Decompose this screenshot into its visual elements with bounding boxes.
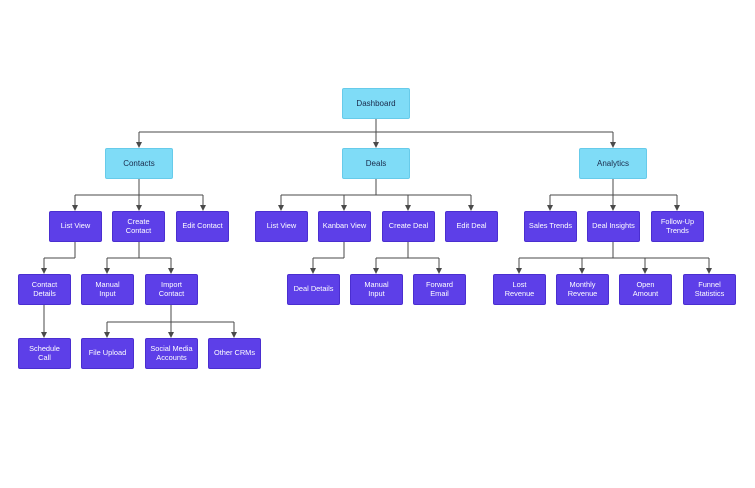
- node-label: Edit Deal: [456, 221, 487, 231]
- node-label: Contact Details: [31, 279, 58, 298]
- node-label: Manual Input: [364, 279, 389, 298]
- node-lost-revenue[interactable]: Lost Revenue: [493, 274, 546, 305]
- node-edit-contact[interactable]: Edit Contact: [176, 211, 229, 242]
- node-label: Edit Contact: [182, 221, 223, 231]
- node-contact-details[interactable]: Contact Details: [18, 274, 71, 305]
- node-schedule-call[interactable]: Schedule Call: [18, 338, 71, 369]
- node-funnel-statistics[interactable]: Funnel Statistics: [683, 274, 736, 305]
- node-label: Create Deal: [388, 221, 429, 231]
- node-social-media-accounts[interactable]: Social Media Accounts: [145, 338, 198, 369]
- node-deals[interactable]: Deals: [342, 148, 410, 179]
- node-label: Analytics: [596, 158, 629, 168]
- node-create-deal[interactable]: Create Deal: [382, 211, 435, 242]
- node-label: Monthly Revenue: [567, 279, 598, 298]
- node-monthly-revenue[interactable]: Monthly Revenue: [556, 274, 609, 305]
- node-label: Other CRMs: [213, 348, 256, 358]
- node-label: Deal Insights: [592, 221, 635, 231]
- node-kanban-view[interactable]: Kanban View: [318, 211, 371, 242]
- node-create-contact[interactable]: Create Contact: [112, 211, 165, 242]
- node-label: Import Contact: [158, 279, 185, 298]
- node-import-contact[interactable]: Import Contact: [145, 274, 198, 305]
- node-manual-input-deal[interactable]: Manual Input: [350, 274, 403, 305]
- node-contacts-list-view[interactable]: List View: [49, 211, 102, 242]
- node-label: Dashboard: [356, 98, 396, 108]
- node-manual-input-contact[interactable]: Manual Input: [81, 274, 134, 305]
- node-dashboard[interactable]: Dashboard: [342, 88, 410, 119]
- node-label: Lost Revenue: [504, 279, 535, 298]
- node-other-crms[interactable]: Other CRMs: [208, 338, 261, 369]
- node-label: Deals: [365, 158, 387, 168]
- node-deals-list-view[interactable]: List View: [255, 211, 308, 242]
- node-analytics[interactable]: Analytics: [579, 148, 647, 179]
- node-label: Deal Details: [293, 284, 334, 294]
- node-follow-up-trends[interactable]: Follow-Up Trends: [651, 211, 704, 242]
- node-forward-email[interactable]: Forward Email: [413, 274, 466, 305]
- node-label: Kanban View: [322, 221, 367, 231]
- node-label: Sales Trends: [528, 221, 573, 231]
- node-label: Funnel Statistics: [694, 279, 725, 298]
- node-label: Contacts: [123, 158, 155, 168]
- node-label: List View: [266, 221, 297, 231]
- node-label: List View: [60, 221, 91, 231]
- node-label: File Upload: [88, 348, 127, 358]
- node-label: Schedule Call: [29, 343, 60, 362]
- node-label: Open Amount: [632, 279, 659, 298]
- node-deal-details[interactable]: Deal Details: [287, 274, 340, 305]
- node-label: Social Media Accounts: [150, 343, 193, 362]
- node-label: Manual Input: [95, 279, 120, 298]
- node-deal-insights[interactable]: Deal Insights: [587, 211, 640, 242]
- node-file-upload[interactable]: File Upload: [81, 338, 134, 369]
- node-edit-deal[interactable]: Edit Deal: [445, 211, 498, 242]
- node-open-amount[interactable]: Open Amount: [619, 274, 672, 305]
- node-sales-trends[interactable]: Sales Trends: [524, 211, 577, 242]
- node-label: Follow-Up Trends: [660, 216, 695, 235]
- node-contacts[interactable]: Contacts: [105, 148, 173, 179]
- node-label: Create Contact: [125, 216, 152, 235]
- node-label: Forward Email: [425, 279, 454, 298]
